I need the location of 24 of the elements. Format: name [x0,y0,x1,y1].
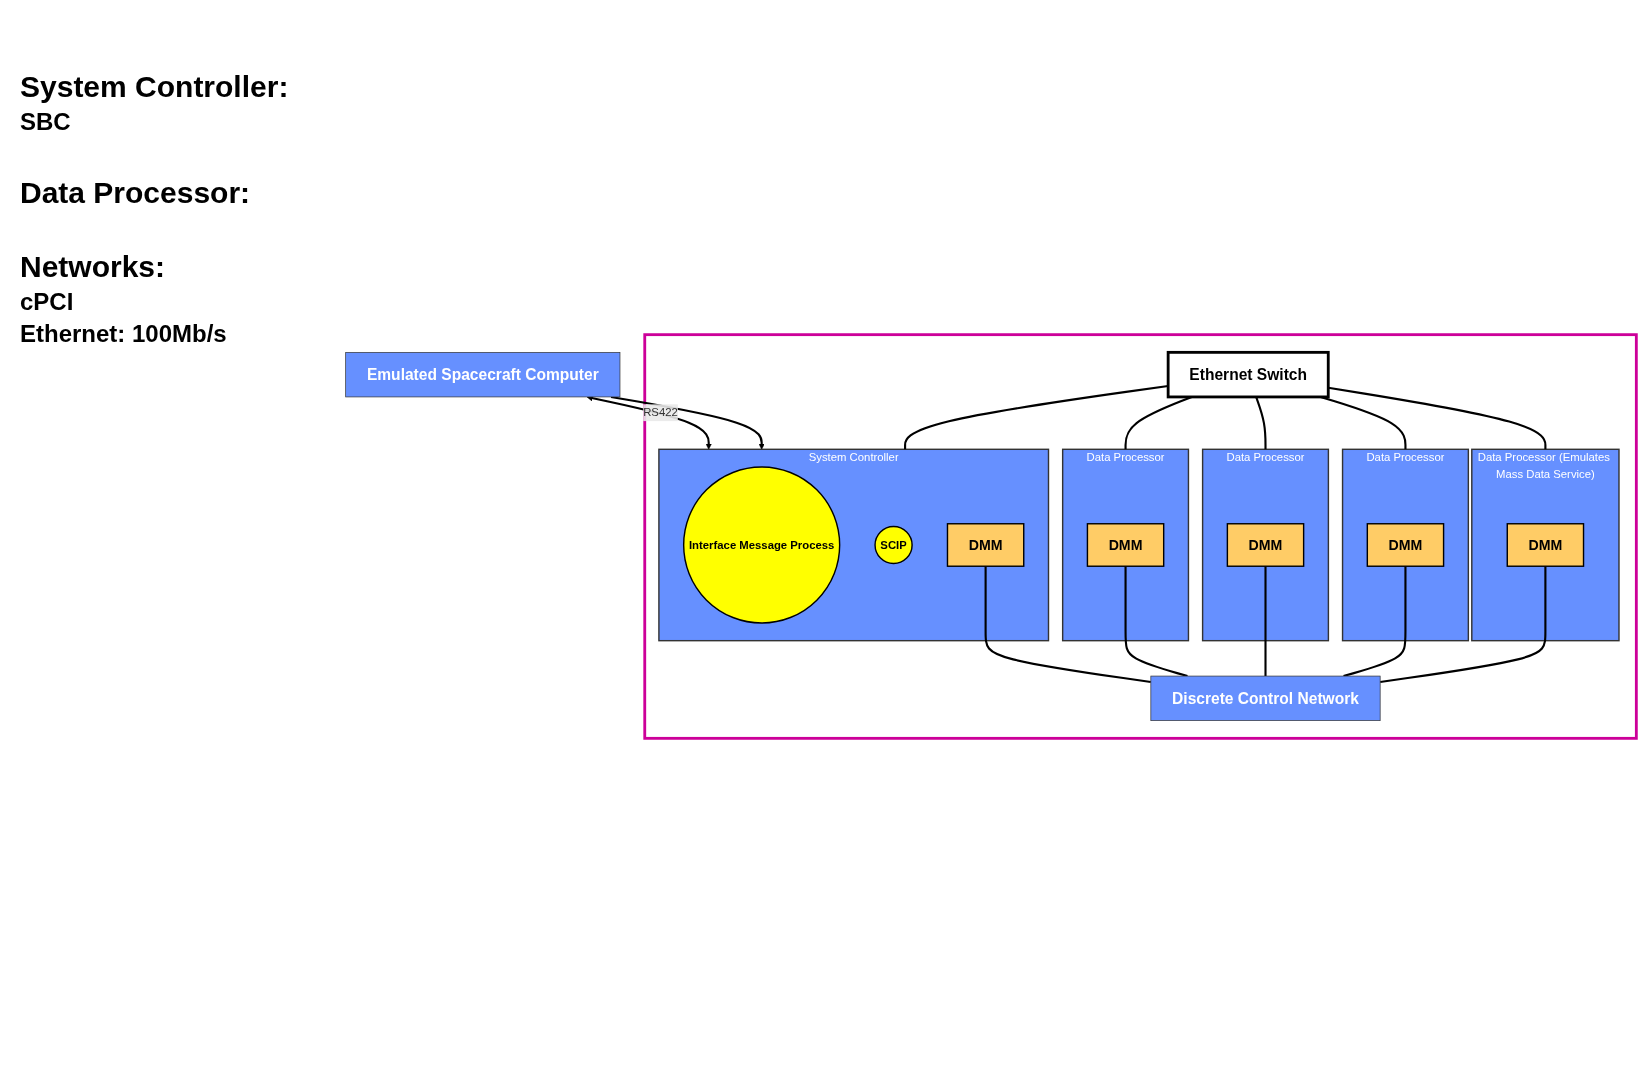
node-box: Ethernet Switch [1166,350,1330,398]
note-text: SBC [20,108,72,136]
connector [904,384,1169,449]
node-box: DMM [946,522,1025,567]
section-heading: Networks: [20,250,167,284]
note-text: cPCI [20,288,75,316]
connector [984,565,1151,683]
node-box: DMM [1086,522,1165,567]
edge-label: RS422 [643,405,678,418]
connector [1380,565,1547,683]
connector [1255,396,1267,449]
note-text: Ethernet: 100Mb/s [20,320,228,348]
connector [1320,395,1407,449]
section-heading: Data Processor: [20,176,252,210]
node-box: Discrete Control Network [1150,675,1381,721]
node-box: DMM [1366,522,1445,567]
node-box: DMM [1506,522,1585,567]
node-box: DMM [1226,522,1305,567]
section-heading: System Controller: [20,70,290,104]
connector [1328,386,1547,449]
node-circle: SCIP [874,525,913,564]
node-circle: Interface Message Process [682,465,841,624]
node-box: Emulated Spacecraft Computer [345,351,621,397]
connector [1264,565,1267,676]
